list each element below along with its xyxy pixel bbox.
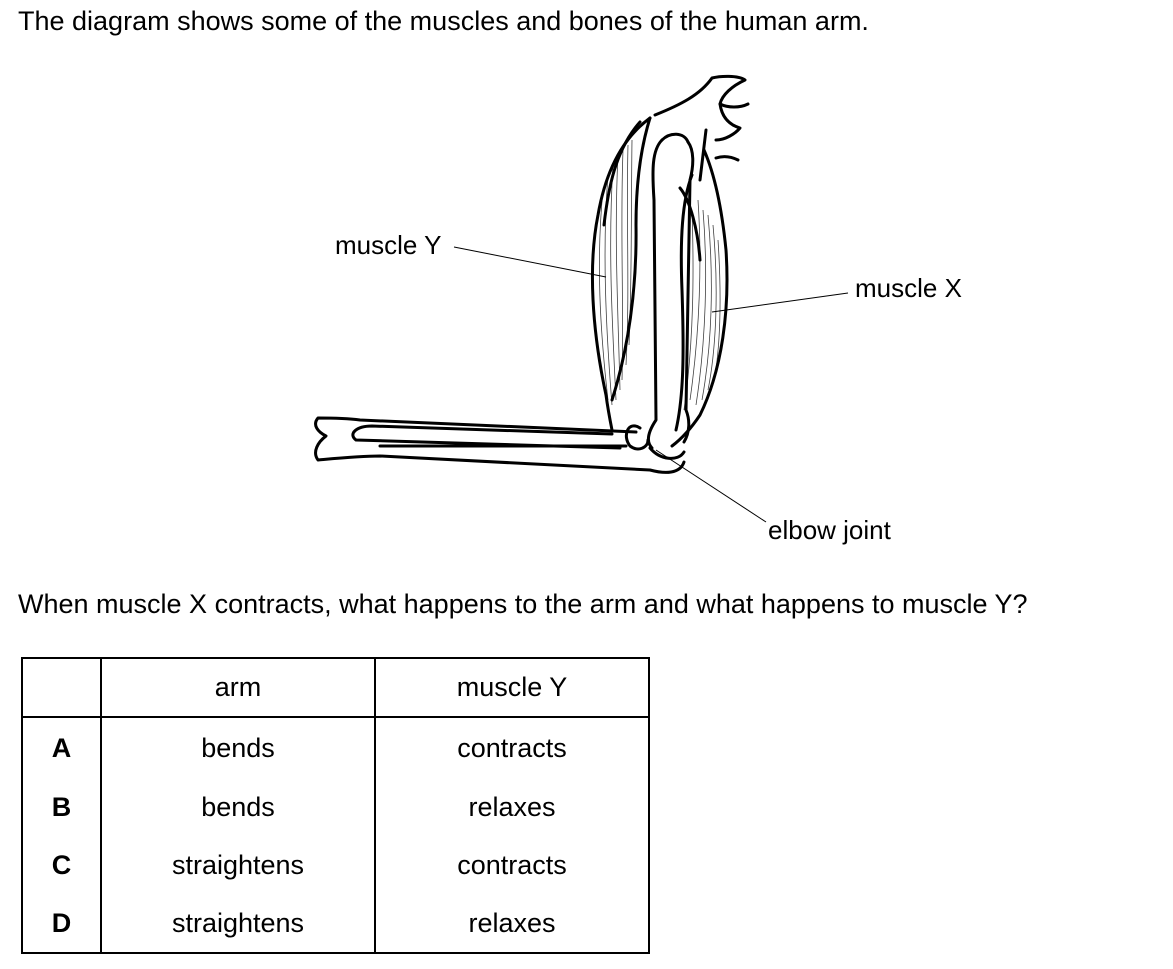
question-text: When muscle X contracts, what happens to… bbox=[18, 589, 1028, 619]
label-muscle-y: muscle Y bbox=[335, 230, 442, 260]
option-letter: D bbox=[22, 894, 102, 953]
option-arm: straightens bbox=[101, 836, 376, 894]
option-row-c[interactable]: C straightens contracts bbox=[22, 836, 649, 894]
option-row-a[interactable]: A bends contracts bbox=[22, 717, 649, 778]
intro-text: The diagram shows some of the muscles an… bbox=[18, 6, 869, 36]
option-letter: B bbox=[22, 778, 102, 836]
option-muscle: contracts bbox=[457, 849, 567, 880]
table-header-row: arm muscle Y bbox=[22, 658, 649, 718]
label-elbow-joint: elbow joint bbox=[768, 515, 891, 545]
header-arm: arm bbox=[101, 658, 376, 718]
option-muscle: relaxes bbox=[468, 791, 556, 822]
option-muscle: relaxes bbox=[468, 907, 556, 938]
header-letter bbox=[22, 658, 102, 718]
option-muscle: contracts bbox=[457, 732, 567, 763]
arm-illustration bbox=[314, 74, 849, 523]
option-letter: A bbox=[22, 717, 102, 778]
answer-options-table: arm muscle Y A bends contracts B bends r… bbox=[21, 657, 650, 954]
option-arm: straightens bbox=[101, 894, 376, 953]
arm-diagram: muscle Y muscle X elbow joint bbox=[0, 60, 1173, 560]
label-muscle-x: muscle X bbox=[855, 273, 962, 303]
header-muscle-y: muscle Y bbox=[375, 658, 649, 718]
option-arm: bends bbox=[101, 778, 376, 836]
option-letter: C bbox=[22, 836, 102, 894]
option-row-d[interactable]: D straightens relaxes bbox=[22, 894, 649, 953]
option-arm: bends bbox=[101, 717, 376, 778]
option-row-b[interactable]: B bends relaxes bbox=[22, 778, 649, 836]
